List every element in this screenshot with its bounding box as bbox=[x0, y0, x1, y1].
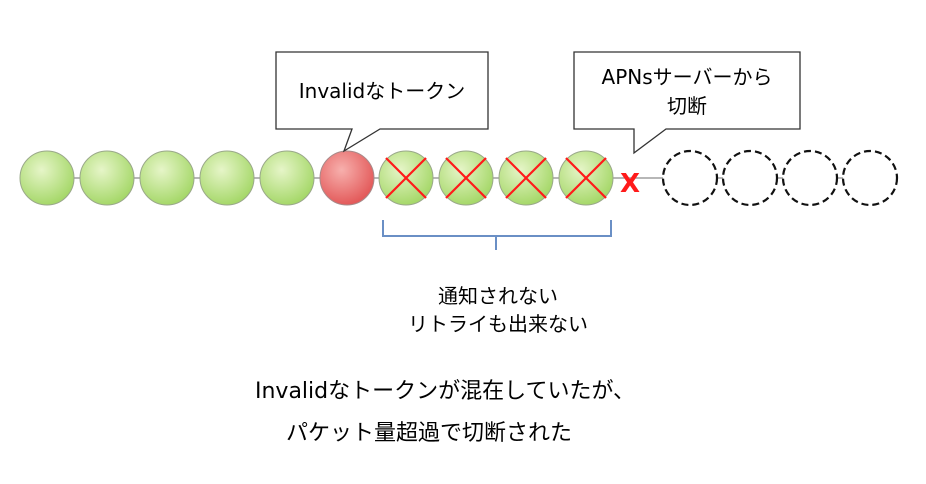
drop-cross-8-2 bbox=[445, 157, 487, 199]
drop-cross-10-2 bbox=[565, 157, 607, 199]
summary-line2: パケット量超過で切断された bbox=[286, 421, 572, 446]
token-sent-1 bbox=[19, 150, 75, 206]
brace-caption-line2: リトライも出来ない bbox=[408, 312, 588, 336]
token-sent-4 bbox=[199, 150, 255, 206]
token-sent-2 bbox=[79, 150, 135, 206]
summary-line1: Invalidなトークンが混在していたが、 bbox=[255, 379, 635, 404]
token-unsent-13 bbox=[781, 149, 839, 207]
apns-disconnect-callout-line1: APNsサーバーから bbox=[602, 65, 773, 89]
token-sent-3 bbox=[139, 150, 195, 206]
token-unsent-12 bbox=[721, 149, 779, 207]
disconnect-cut-marker: X bbox=[620, 169, 640, 199]
token-invalid-6 bbox=[319, 150, 375, 206]
token-sequence bbox=[19, 149, 899, 207]
token-unsent-11 bbox=[661, 149, 719, 207]
drop-cross-7-2 bbox=[385, 157, 427, 199]
apns-disconnect-callout bbox=[573, 51, 801, 155]
drop-cross-9-2 bbox=[505, 157, 547, 199]
invalid-token-callout bbox=[275, 51, 489, 153]
invalid-token-callout-text: Invalidなトークン bbox=[299, 79, 465, 103]
dropped-range-brace bbox=[382, 220, 612, 250]
apns-disconnect-callout-line2: 切断 bbox=[667, 94, 707, 118]
token-unsent-14 bbox=[841, 149, 899, 207]
token-sent-5 bbox=[259, 150, 315, 206]
brace-caption-line1: 通知されない bbox=[438, 284, 558, 308]
